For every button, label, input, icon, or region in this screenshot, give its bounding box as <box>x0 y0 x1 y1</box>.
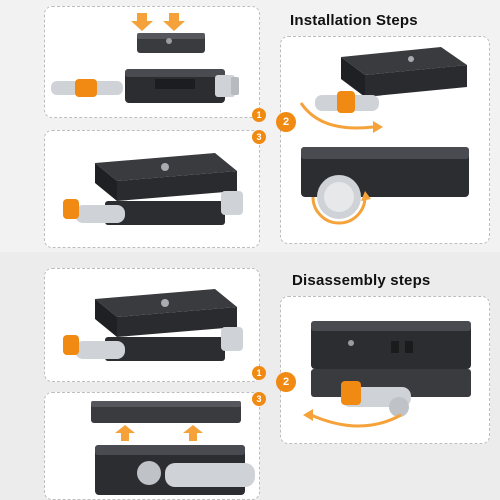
disassembly-step-2-panel <box>280 296 490 444</box>
disassembly-title: Disassembly steps <box>292 272 431 289</box>
quick-release-plate <box>137 33 205 53</box>
lock-lever <box>341 381 411 417</box>
step-badge: 2 <box>276 112 296 132</box>
step-badge: 2 <box>276 372 296 392</box>
step-badge: 1 <box>252 366 266 380</box>
lock-lever <box>315 91 379 113</box>
install-step-3-panel <box>44 130 260 248</box>
install-step-2-panel <box>280 36 490 244</box>
quick-release-plate <box>91 401 241 423</box>
step-badge: 3 <box>252 130 266 144</box>
plate-on-clamp <box>311 321 471 397</box>
disassembly-step-3-panel <box>44 392 260 500</box>
installation-section: 1 3 Installation Steps <box>0 0 500 252</box>
rotate-arrow-icon <box>311 191 371 225</box>
curved-arrow-icon <box>303 409 402 428</box>
installation-title: Installation Steps <box>290 12 418 29</box>
plate-on-clamp <box>341 47 467 97</box>
assembled-clamp <box>95 153 243 225</box>
down-arrow-icon <box>131 13 185 31</box>
lock-lever <box>63 335 125 359</box>
assembled-clamp <box>95 289 243 361</box>
clamp-body <box>125 69 239 103</box>
lock-lever <box>63 199 125 223</box>
install-step-1-panel <box>44 6 260 118</box>
disassembly-section: Disassembly steps <box>0 252 500 500</box>
disassembly-step-1-panel <box>44 268 260 382</box>
step-badge: 1 <box>252 108 266 122</box>
up-arrow-icon <box>115 425 203 441</box>
curved-arrow-icon <box>299 102 383 133</box>
tightening-knob <box>301 147 469 219</box>
step-badge: 3 <box>252 392 266 406</box>
lock-lever <box>51 79 123 97</box>
lock-lever <box>137 461 255 487</box>
